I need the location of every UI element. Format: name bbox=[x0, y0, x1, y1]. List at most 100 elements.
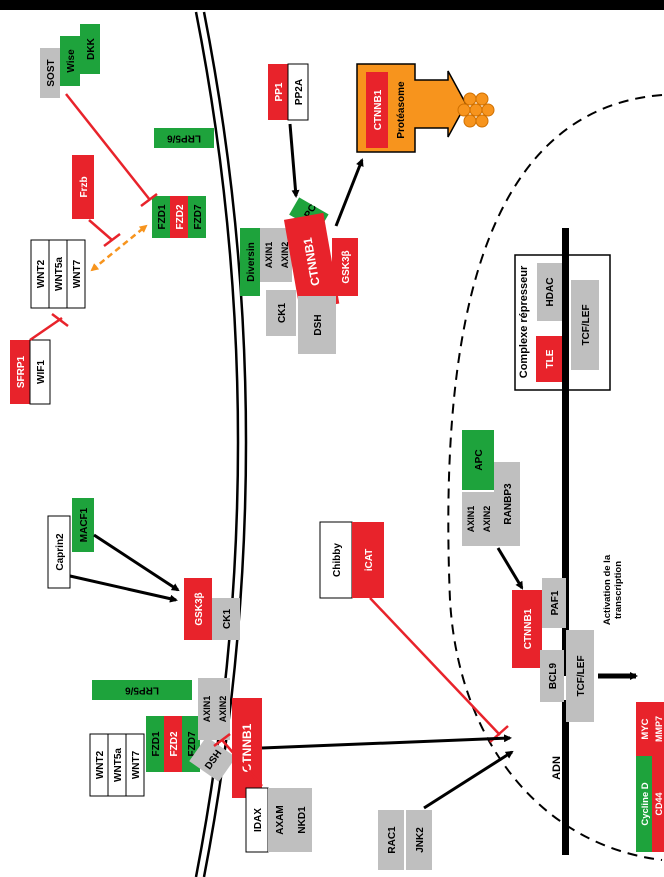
fzd1-sig-box bbox=[146, 716, 164, 772]
wise-label: Wise bbox=[66, 49, 77, 73]
degraded-fragments bbox=[457, 92, 495, 128]
pp2a-box bbox=[287, 63, 309, 121]
dsh-destruction-box bbox=[298, 296, 336, 354]
repressor-frame bbox=[514, 254, 611, 391]
wnt-fzd-binding-arrow bbox=[90, 224, 148, 272]
ctnnb1-to-proteasome-arrow bbox=[334, 158, 364, 227]
wif1-box bbox=[29, 339, 51, 405]
sfrp1-inhibition-line bbox=[29, 316, 63, 342]
axin-complex-arrow bbox=[496, 547, 524, 590]
rac1-label: RAC1 bbox=[387, 826, 398, 854]
mmp7-box bbox=[652, 702, 664, 756]
idax-label: IDAX bbox=[253, 808, 264, 832]
ctnnb1-nuclear-label: CTNNB1 bbox=[523, 608, 534, 649]
idax-inhibition-line bbox=[221, 739, 263, 787]
ctnnb1-nuclear-box bbox=[512, 590, 542, 668]
jnk2-activation-arrow bbox=[423, 750, 514, 810]
repressor-title: Complexe répresseur bbox=[518, 265, 530, 378]
caprin2-activation-arrow bbox=[69, 574, 178, 603]
proteasome-ctnnb1-label: CTNNB1 bbox=[373, 89, 384, 130]
dkk-box bbox=[80, 24, 100, 74]
nkd1-box bbox=[290, 788, 312, 852]
bcl9-box bbox=[540, 650, 564, 702]
fzd2-sig-box bbox=[164, 716, 182, 772]
icat-inhibition-line bbox=[369, 597, 501, 736]
ck1-destruction-box bbox=[266, 290, 296, 336]
top-border bbox=[0, 0, 664, 10]
wnt2-top-label: WNT2 bbox=[36, 259, 47, 288]
axin1-sig-label: AXIN1 bbox=[202, 696, 212, 723]
pp-activation-arrow bbox=[288, 123, 300, 198]
fzd7-top-label: FZD7 bbox=[193, 204, 204, 229]
wnt7-top-box bbox=[66, 239, 86, 309]
ctnnb1-destruction-box bbox=[283, 212, 340, 311]
wnt7-sig-box bbox=[125, 733, 145, 797]
wif1-label: WIF1 bbox=[36, 360, 47, 384]
frzb-inhibition-line bbox=[88, 219, 113, 241]
myc-box bbox=[636, 702, 652, 756]
tcf-lef-repressor-box bbox=[571, 280, 599, 370]
cd44-label: CD44 bbox=[654, 792, 664, 815]
dna-strand-bottom bbox=[562, 700, 569, 855]
axin1-destruction-label: AXIN1 bbox=[264, 242, 274, 269]
chibby-label: Chibby bbox=[332, 543, 343, 577]
axin2-mid-label: AXIN2 bbox=[482, 506, 492, 533]
wnt5a-top-label: WNT5a bbox=[54, 257, 65, 291]
bcl9-label: BCL9 bbox=[548, 663, 559, 690]
axin1-sig-box bbox=[198, 678, 214, 740]
ctnnb1-nuclear-translocation-arrow bbox=[261, 734, 512, 750]
nuclear-envelope bbox=[447, 94, 663, 861]
cycline-d-box bbox=[636, 756, 652, 852]
ck1-sig-label: CK1 bbox=[222, 609, 233, 629]
fzd7-sig-label: FZD7 bbox=[187, 731, 198, 756]
caprin2-box bbox=[47, 515, 71, 589]
cycline-d-label: Cycline D bbox=[640, 782, 651, 825]
fzd7-top-box bbox=[188, 196, 206, 238]
nkd1-label: NKD1 bbox=[297, 806, 308, 834]
macf1-label: MACF1 bbox=[79, 507, 90, 542]
axin2-sig-label: AXIN2 bbox=[218, 696, 228, 723]
sost-label: SOST bbox=[46, 59, 57, 86]
dkk-inhibition-line bbox=[65, 93, 151, 201]
wnt5a-sig-label: WNT5a bbox=[113, 748, 124, 782]
hdac-label: HDAC bbox=[545, 278, 556, 307]
tle-box bbox=[536, 336, 562, 382]
fzd1-top-label: FZD1 bbox=[157, 204, 168, 229]
wnt7-sig-label: WNT7 bbox=[131, 750, 142, 779]
axin1-mid-box bbox=[462, 492, 478, 546]
axin2-mid-box bbox=[478, 492, 494, 546]
hdac-box bbox=[537, 263, 562, 321]
ck1-destruction-label: CK1 bbox=[277, 303, 288, 323]
proteasome-label: Protéasome bbox=[396, 81, 407, 139]
axin2-destruction-label: AXIN2 bbox=[280, 242, 290, 269]
activation-text-line2: transcription bbox=[613, 561, 624, 619]
activation-text-line1: Activation de la bbox=[602, 554, 613, 625]
tcf-lef-repressor-label: TCF/LEF bbox=[581, 304, 592, 345]
mmp7-label: MMP7 bbox=[654, 716, 664, 742]
macf1-box bbox=[72, 498, 94, 552]
frzb-box bbox=[72, 155, 94, 219]
rac1-box bbox=[378, 810, 404, 870]
dkk-inhibition-bar bbox=[140, 193, 158, 207]
apc-mid-label: APC bbox=[474, 449, 485, 470]
ck1-sig-box bbox=[212, 598, 240, 640]
axam-label: AXAM bbox=[275, 805, 286, 834]
sost-box bbox=[40, 48, 60, 98]
gsk3b-destruction-box bbox=[332, 238, 358, 296]
jnk2-label: JNK2 bbox=[415, 827, 426, 853]
pp2a-label: PP2A bbox=[294, 79, 305, 105]
sfrp1-inhibition-bar bbox=[51, 313, 69, 327]
dkk-label: DKK bbox=[86, 37, 97, 59]
jnk2-box bbox=[406, 810, 432, 870]
lrp-sig-box bbox=[92, 680, 192, 700]
fzd2-top-label: FZD2 bbox=[175, 204, 186, 229]
gsk3b-destruction-label: GSK3β bbox=[341, 250, 352, 283]
paf1-label: PAF1 bbox=[550, 590, 561, 615]
icat-label: iCAT bbox=[364, 549, 375, 572]
wise-box bbox=[60, 36, 80, 86]
tcf-lef-nuclear-label: TCF/LEF bbox=[576, 655, 587, 696]
chibby-box bbox=[319, 521, 353, 599]
frzb-label: Frzb bbox=[79, 176, 90, 197]
sfrp1-label: SFRP1 bbox=[16, 355, 27, 388]
lrp-top-label: LRP5/6 bbox=[167, 132, 201, 143]
